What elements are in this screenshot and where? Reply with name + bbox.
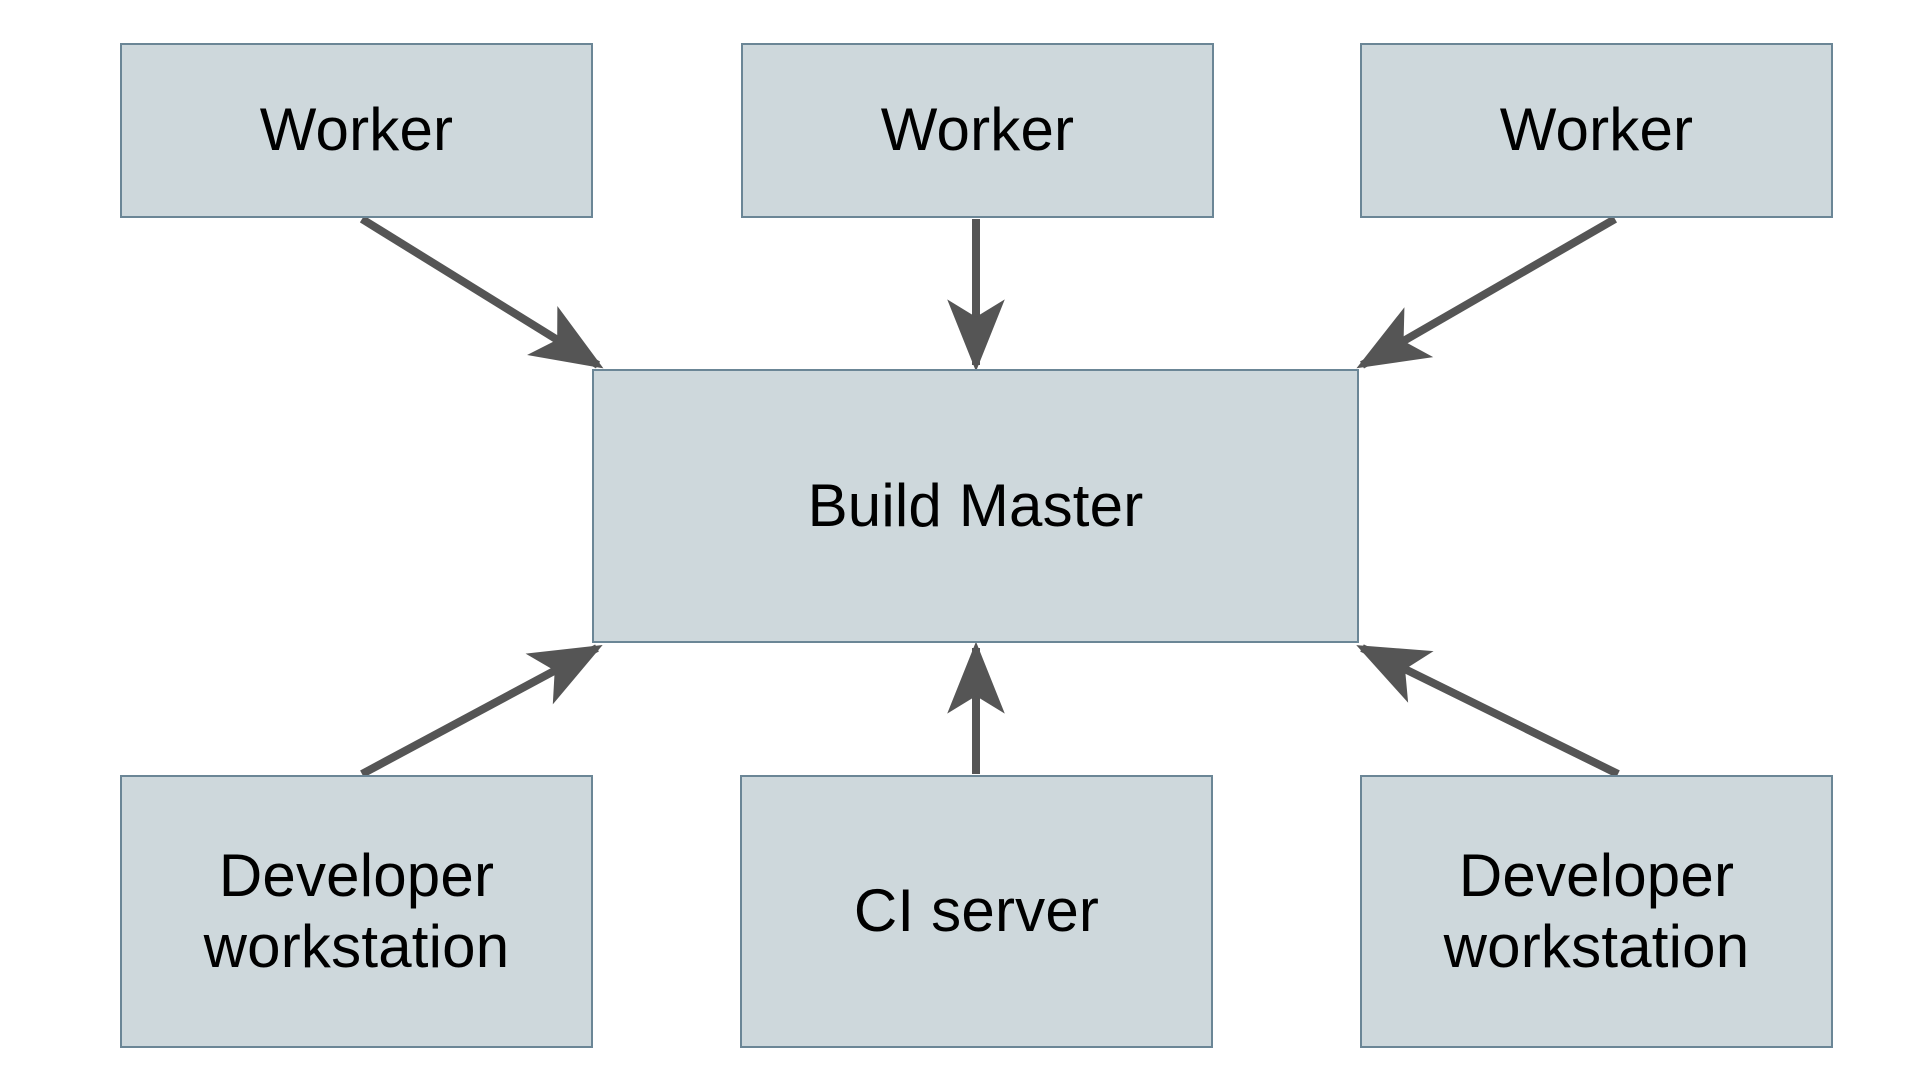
edge-worker1-to-master — [359, 215, 604, 369]
node-worker-2-label: Worker — [880, 96, 1075, 164]
node-developer-workstation-left-label: Developer workstation — [203, 841, 510, 980]
node-worker-2[interactable]: Worker — [741, 43, 1214, 218]
node-ci-server[interactable]: CI server — [740, 775, 1213, 1048]
node-developer-workstation-left[interactable]: Developer workstation — [120, 775, 593, 1048]
node-build-master[interactable]: Build Master — [592, 369, 1359, 643]
node-developer-workstation-right-label: Developer workstation — [1443, 841, 1750, 980]
edge-worker3-to-master — [1356, 215, 1617, 369]
node-build-master-label: Build Master — [807, 471, 1144, 539]
node-worker-3-label: Worker — [1499, 96, 1694, 164]
node-developer-workstation-right[interactable]: Developer workstation — [1360, 775, 1833, 1048]
node-worker-1[interactable]: Worker — [120, 43, 593, 218]
node-ci-server-label: CI server — [853, 877, 1100, 945]
edge-devright-to-master — [1356, 644, 1620, 778]
node-worker-1-label: Worker — [259, 96, 454, 164]
edge-devleft-to-master — [360, 644, 603, 778]
node-worker-3[interactable]: Worker — [1360, 43, 1833, 218]
